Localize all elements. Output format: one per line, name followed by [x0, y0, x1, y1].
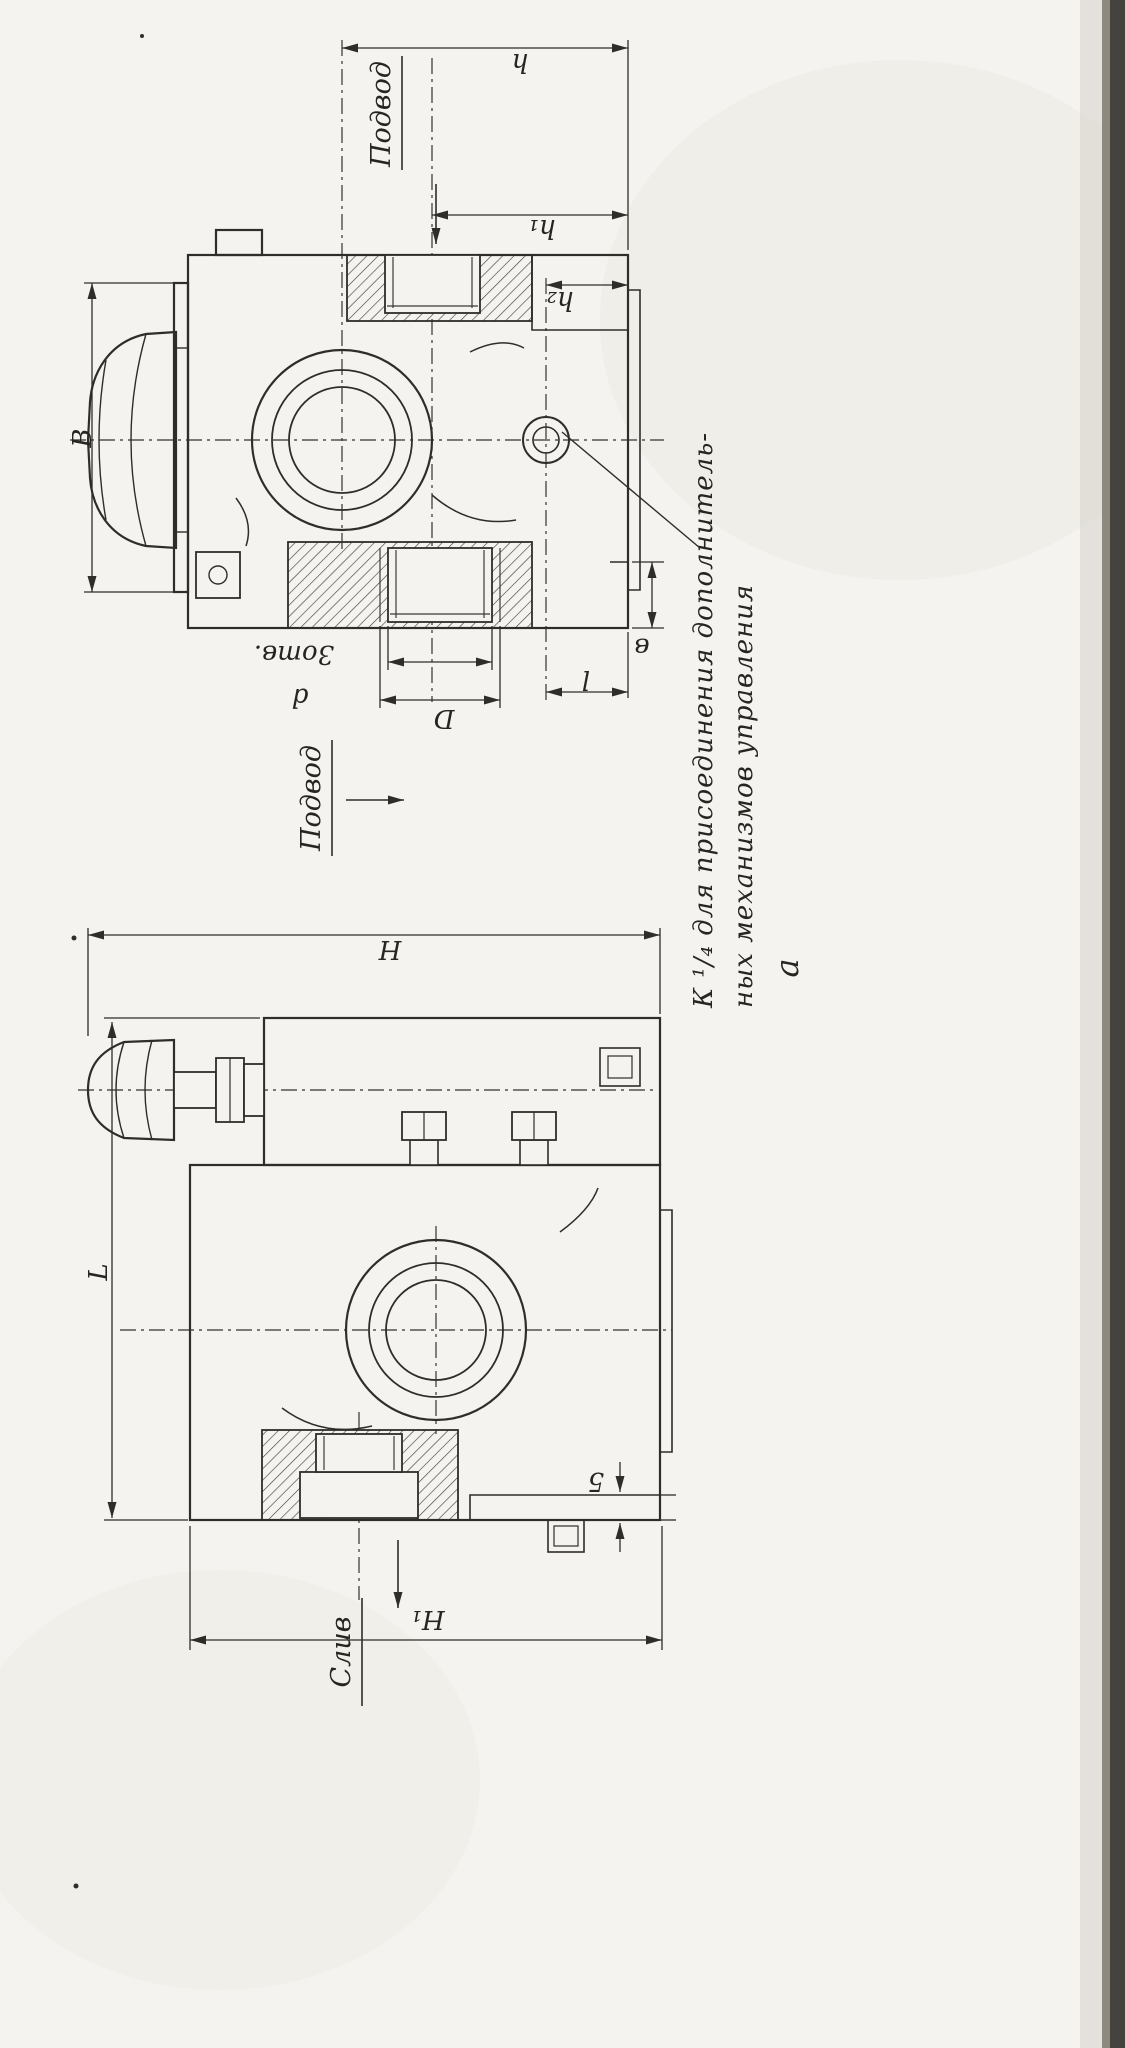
page-edge-mid	[1102, 0, 1110, 2048]
break-line	[559, 1187, 599, 1233]
side-view	[78, 928, 676, 1706]
dim-label-B: В	[68, 428, 98, 448]
side-boss	[195, 551, 241, 599]
cap-collar	[175, 347, 189, 533]
plug-circle	[208, 565, 228, 585]
cap-flute	[144, 1039, 153, 1141]
bottom-plug-inner	[553, 1525, 579, 1547]
bottom-port-hole	[387, 547, 493, 623]
dim-label-h1: h₁	[528, 213, 555, 243]
flow-marks	[331, 56, 441, 856]
flow-marks	[361, 1540, 403, 1706]
dim-label-d: d	[292, 682, 309, 712]
boss-bore-circle	[385, 1279, 487, 1381]
supply-top-label: Подвод	[366, 61, 397, 168]
dim-label-L: L	[84, 1263, 114, 1281]
dim-label-l: l	[582, 664, 590, 694]
cover-bolts	[401, 1111, 557, 1166]
dim-label-h: h	[512, 47, 529, 77]
front-view	[70, 40, 664, 856]
dim-label-H: Н	[377, 934, 402, 964]
dim-label-D: D	[433, 703, 455, 733]
dim-label-5: 5	[588, 1466, 605, 1496]
drain-port-mouth	[299, 1471, 419, 1519]
center-lines	[78, 1089, 672, 1600]
thread-lines	[323, 1436, 395, 1470]
break-line	[431, 494, 517, 523]
scan-speck	[140, 34, 144, 38]
bolt-shank	[519, 1139, 549, 1166]
mounting-face-plate	[628, 289, 641, 591]
boss-outer-circle	[344, 1238, 528, 1422]
cover-outline	[262, 1016, 662, 1167]
boss-mid-circle	[368, 1262, 504, 1398]
cap-flute	[130, 333, 147, 547]
side-plate	[660, 1209, 673, 1453]
scan-blotch	[0, 1570, 480, 1990]
boss-mid-circle	[271, 369, 413, 511]
cover-boss-inner	[607, 1055, 633, 1079]
port-note-line1: К ¹/₄ для присоединения дополнитель-	[689, 432, 719, 1009]
scan-speck	[73, 1883, 79, 1889]
thread-lines	[379, 548, 501, 622]
dim-label-holes: 3отв.	[254, 639, 334, 669]
side-dimensions	[87, 928, 676, 1650]
locknut	[243, 1063, 265, 1117]
break-line	[235, 497, 250, 547]
dim-label-H1: Н₁	[411, 1604, 445, 1634]
port-note-line2: ных механизмов управления	[729, 584, 759, 1008]
break-line	[281, 1407, 373, 1431]
pilot-port-bore	[532, 426, 560, 454]
port-annotation: К ¹/₄ для присоединения дополнитель- ных…	[561, 431, 806, 1009]
figure-letter: а	[768, 958, 806, 977]
scan-blotch	[600, 60, 1125, 580]
thread-lines	[387, 257, 478, 308]
top-port-hole	[384, 254, 481, 314]
dim-label-h2: h₂	[546, 285, 573, 315]
drain-port-bore	[315, 1433, 403, 1473]
top-tab	[214, 228, 264, 257]
boss-bore-circle	[288, 386, 396, 494]
page-edge-shade	[1080, 0, 1104, 2048]
break-line	[469, 342, 525, 353]
bolt-shank	[409, 1139, 439, 1166]
dim-label-b: в	[634, 632, 649, 662]
scan-speck	[71, 935, 77, 941]
boss-outer-circle	[250, 348, 434, 532]
bottom-plug	[547, 1519, 585, 1553]
leader-line	[561, 431, 701, 549]
supply-bottom-label: Подвод	[296, 745, 327, 852]
pilot-port-circle	[522, 416, 570, 464]
front-dimensions	[84, 40, 664, 708]
cover-boss	[599, 1047, 641, 1087]
screw-stem	[173, 1071, 217, 1109]
page-edge-dark	[1110, 0, 1125, 2048]
cap-flute	[98, 359, 107, 521]
foot-step	[469, 1494, 660, 1520]
drain-label: Слив	[326, 1617, 357, 1688]
